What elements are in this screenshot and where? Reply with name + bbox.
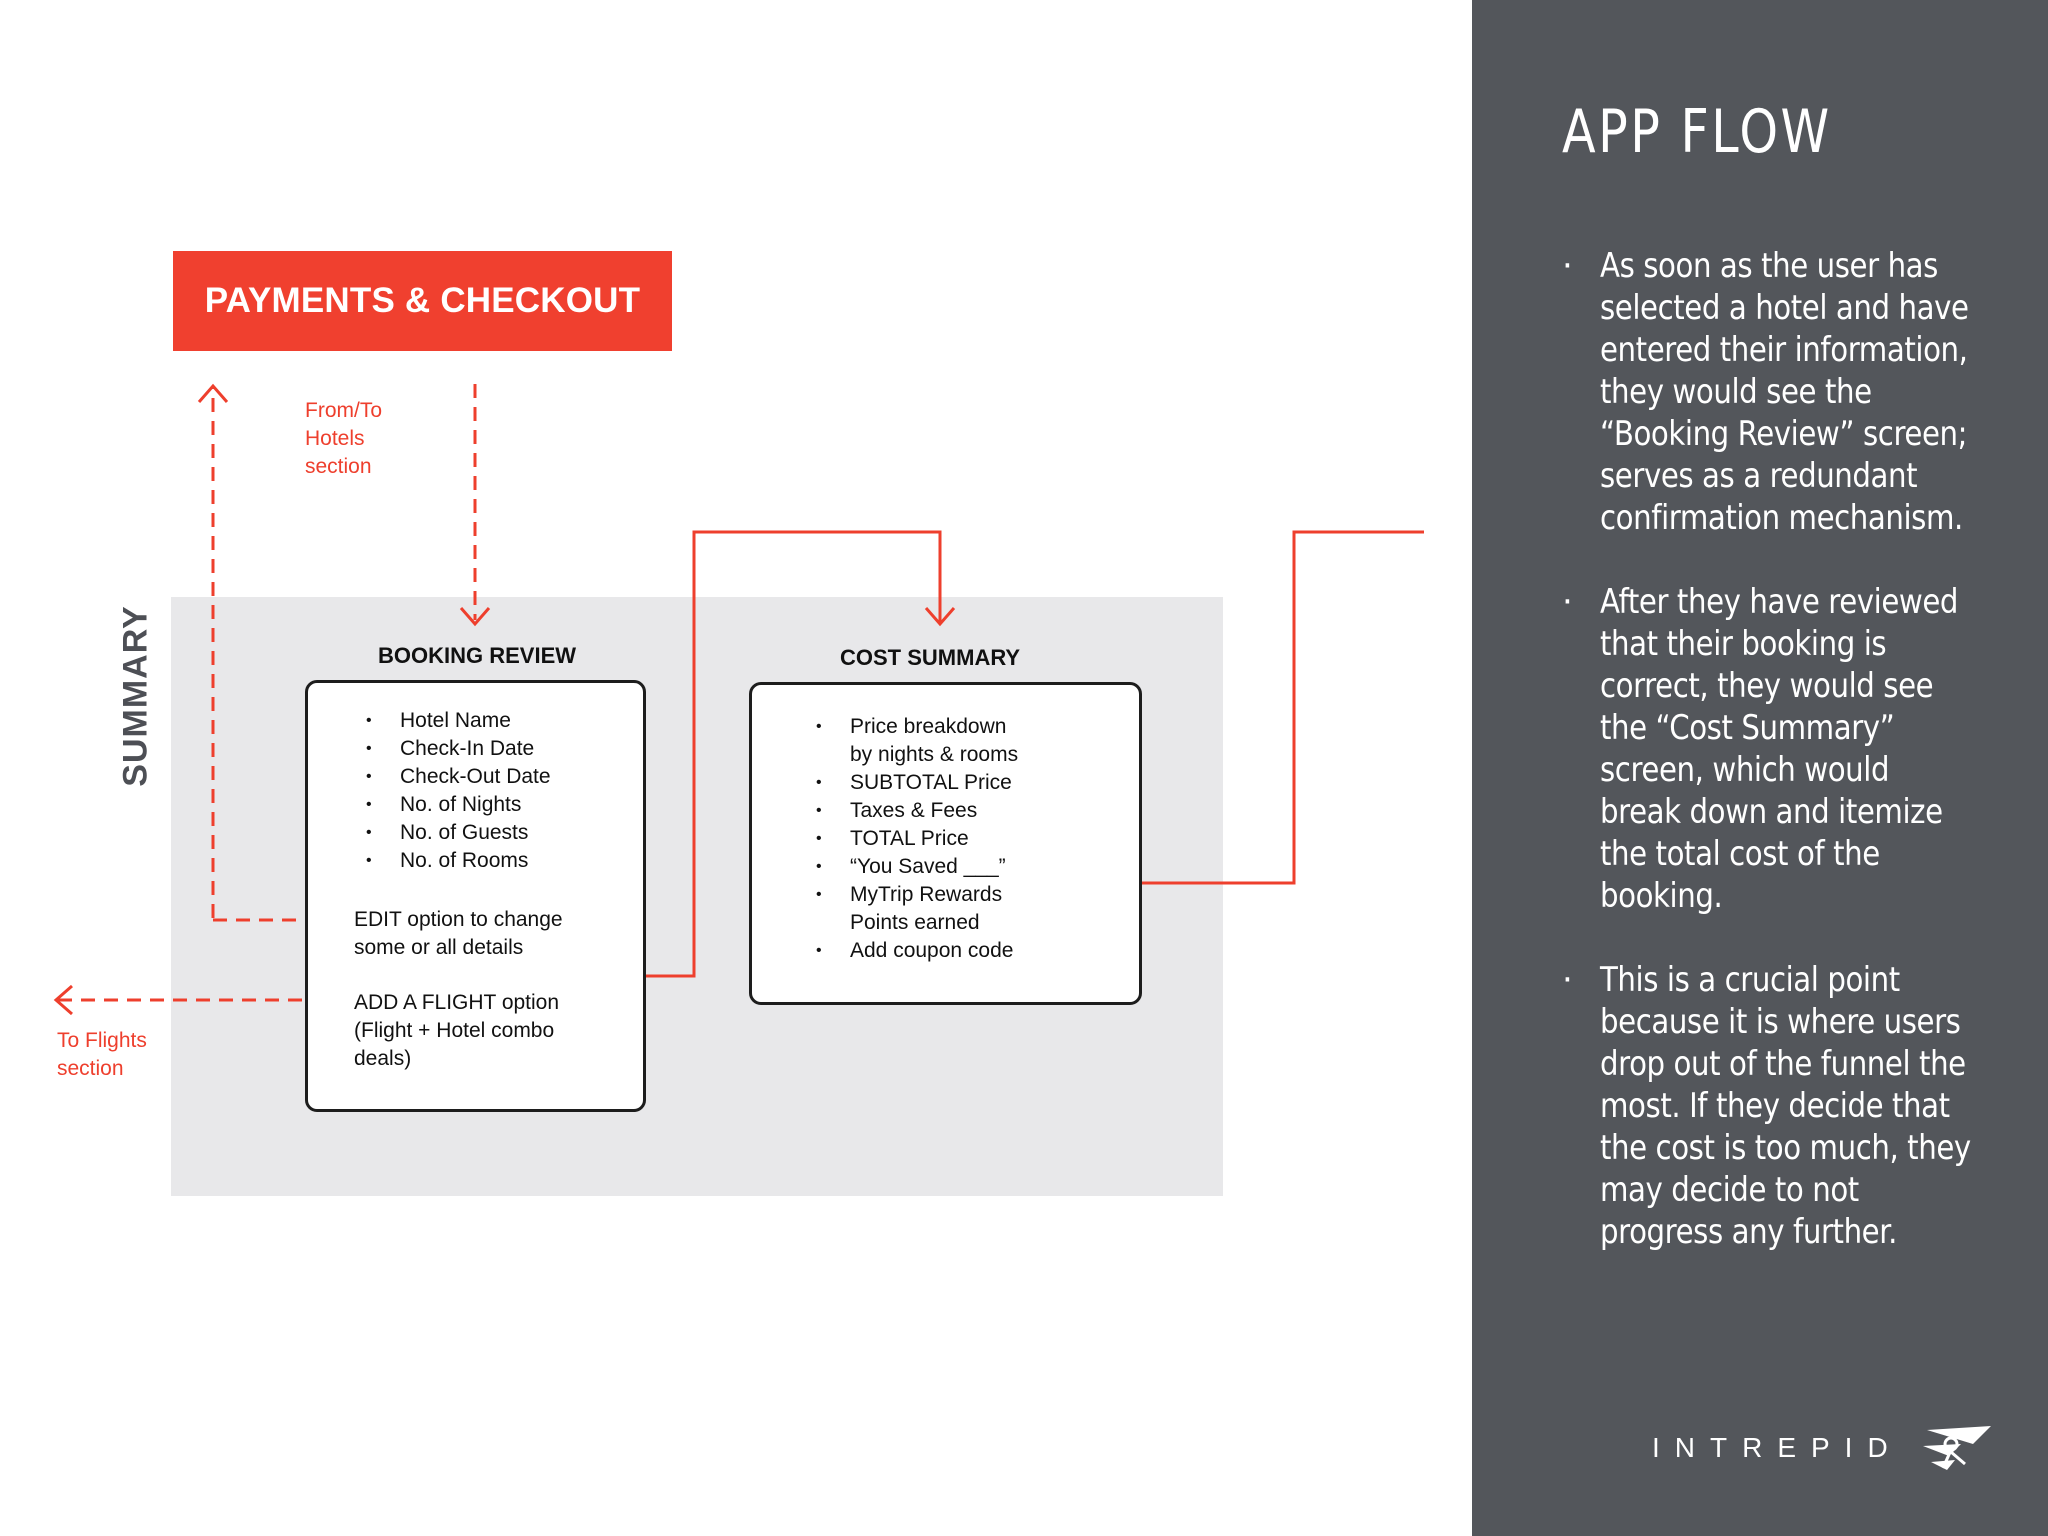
sidebar-bullet: This is a crucial point because it is wh… (1562, 959, 2032, 1253)
list-item: SUBTOTAL Price (816, 769, 1018, 797)
down-arrowhead-booking (459, 607, 491, 627)
booking-review-items: Hotel Name Check-In Date Check-Out Date … (366, 707, 551, 875)
list-item: Check-In Date (366, 735, 551, 763)
list-item: “You Saved ___” (816, 853, 1018, 881)
booking-review-title: BOOKING REVIEW (378, 643, 577, 668)
list-item: MyTrip Rewards Points earned (816, 881, 1018, 937)
list-item: TOTAL Price (816, 825, 1018, 853)
cost-summary-title: COST SUMMARY (840, 645, 1021, 670)
add-flight-option-note: ADD A FLIGHT option (Flight + Hotel comb… (354, 991, 560, 1070)
flow-connectors (53, 383, 1424, 1016)
payments-checkout-box: PAYMENTS & CHECKOUT (173, 251, 672, 351)
to-flights-label: To Flights section (57, 1029, 147, 1080)
sidebar-bullet: As soon as the user has selected a hotel… (1562, 245, 2032, 539)
summary-label: SUMMARY (116, 605, 155, 787)
left-arrowhead-flights (53, 984, 73, 1016)
intrepid-logo-icon (1922, 1426, 1991, 1470)
sidebar-bullet-list: As soon as the user has selected a hotel… (1562, 245, 2032, 1295)
from-to-hotels-label: From/To Hotels section (305, 399, 383, 478)
app-flow-sidebar: APP FLOW As soon as the user has selecte… (1472, 0, 2048, 1536)
cost-summary-card: Price breakdown by nights & rooms SUBTOT… (749, 682, 1142, 1005)
sidebar-bullet: After they have reviewed that their book… (1562, 581, 2032, 917)
app-flow-diagram: PAYMENTS & CHECKOUT From/To Hotels secti… (0, 0, 1472, 1536)
list-item: Check-Out Date (366, 763, 551, 791)
sidebar-bullet-text: This is a crucial point because it is wh… (1600, 960, 1971, 1252)
cost-summary-items: Price breakdown by nights & rooms SUBTOT… (816, 713, 1018, 965)
sidebar-bullet-text: As soon as the user has selected a hotel… (1600, 246, 1969, 538)
brand-name: INTREPID (1652, 1432, 1903, 1463)
list-item: Price breakdown by nights & rooms (816, 713, 1018, 769)
list-item: Add coupon code (816, 937, 1018, 965)
sidebar-bullet-text: After they have reviewed that their book… (1600, 582, 1959, 916)
list-item: No. of Rooms (366, 847, 551, 875)
edit-option-note: EDIT option to change some or all detail… (354, 908, 563, 959)
list-item: No. of Guests (366, 819, 551, 847)
list-item: Hotel Name (366, 707, 551, 735)
list-item: Taxes & Fees (816, 797, 1018, 825)
up-arrowhead (197, 383, 229, 403)
list-item: No. of Nights (366, 791, 551, 819)
cost-to-next-line (1140, 530, 1424, 885)
booking-review-card: Hotel Name Check-In Date Check-Out Date … (305, 680, 646, 1112)
down-arrowhead-cost (924, 607, 956, 627)
sidebar-title: APP FLOW (1562, 97, 1832, 167)
booking-to-cost-line (645, 530, 942, 978)
brand-footer: INTREPID (1652, 1422, 1995, 1474)
